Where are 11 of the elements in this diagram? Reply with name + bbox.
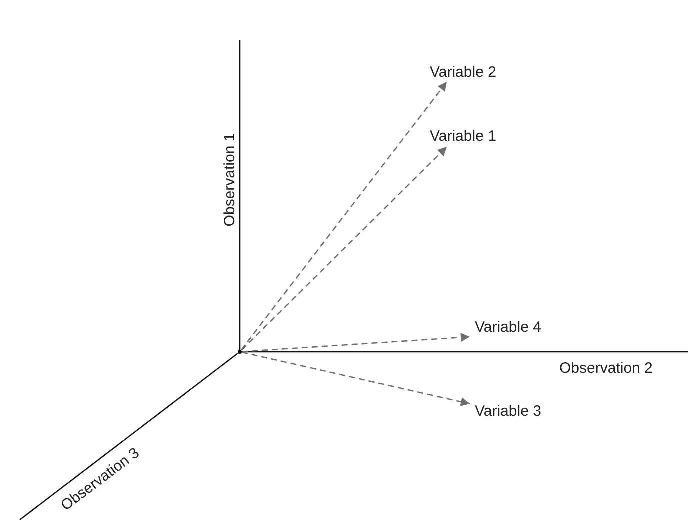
vector-arrow	[241, 82, 448, 350]
vector-label: Variable 1	[430, 128, 496, 146]
vector-arrow	[242, 146, 448, 350]
vector-label: Variable 2	[430, 64, 496, 82]
axis-label: Observation 1	[221, 133, 240, 227]
vector-arrow	[242, 352, 470, 406]
axis-label: Observation 2	[560, 360, 653, 378]
origin-point	[238, 350, 242, 354]
vector-label: Variable 4	[475, 319, 542, 337]
vector-arrow	[242, 333, 470, 353]
vector-label: Variable 3	[475, 403, 542, 421]
